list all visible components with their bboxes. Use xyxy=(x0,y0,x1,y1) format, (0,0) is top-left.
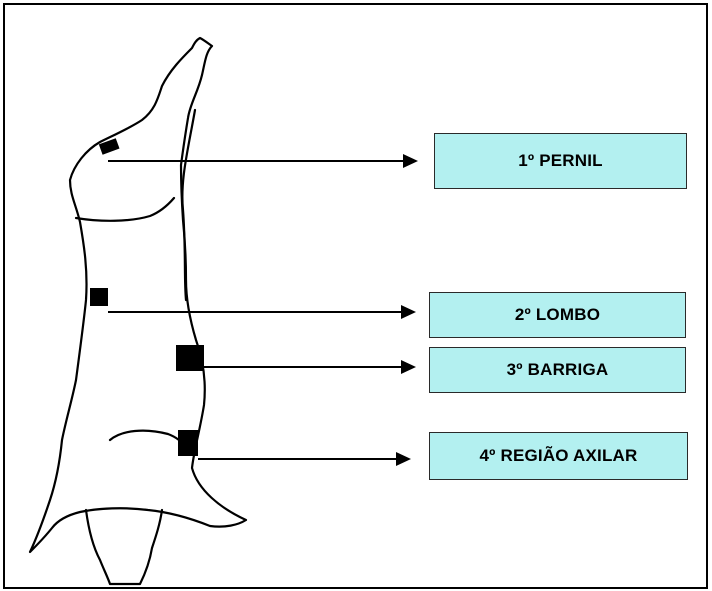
ham-separation-curve xyxy=(74,196,176,222)
label-barriga: 3º BARRIGA xyxy=(429,347,686,393)
arrow-head-pernil xyxy=(403,154,418,168)
arrow-head-axilar xyxy=(396,452,411,466)
shoulder-curve xyxy=(108,429,187,449)
label-pernil: 1º PERNIL xyxy=(434,133,687,189)
carcass-outline xyxy=(28,36,248,554)
label-lombo: 2º LOMBO xyxy=(429,292,686,338)
marker-lombo xyxy=(90,288,108,306)
marker-axilar xyxy=(178,430,198,456)
marker-pernil xyxy=(98,138,120,155)
carcass-inner-line xyxy=(181,108,197,302)
marker-barriga xyxy=(176,345,204,371)
arrow-head-lombo xyxy=(401,305,416,319)
head-outline xyxy=(84,508,164,586)
arrow-head-barriga xyxy=(401,360,416,374)
label-regiao-axilar: 4º REGIÃO AXILAR xyxy=(429,432,688,480)
